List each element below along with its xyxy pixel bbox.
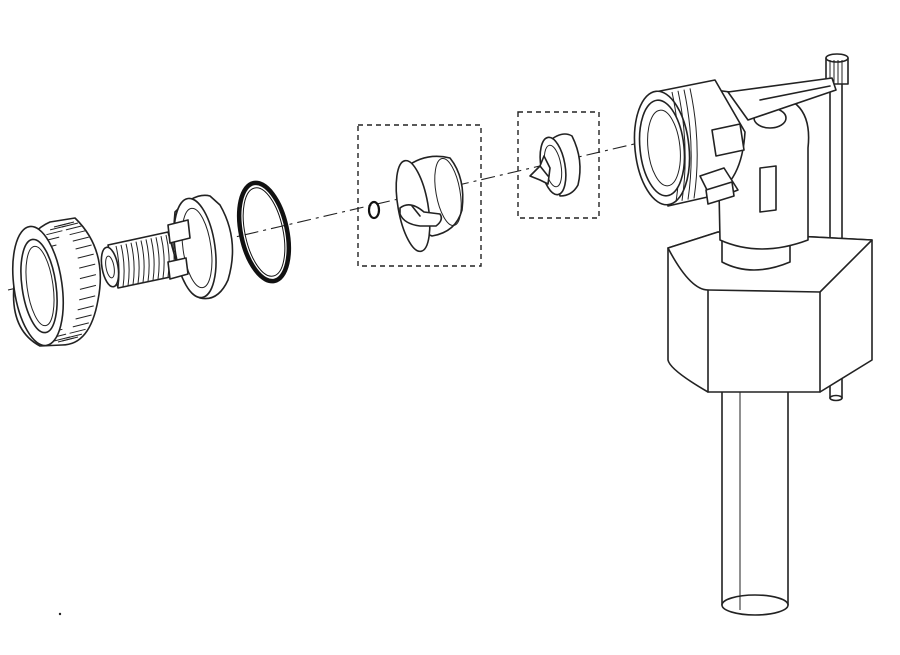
threads-hatch-line (140, 240, 145, 283)
knurl-hatch-line (46, 230, 63, 236)
inletthreads-hatch-line (677, 90, 686, 201)
knurl-hatch-line (75, 314, 92, 320)
threads-hatch-line (150, 238, 155, 281)
threads-hatch-line (115, 245, 120, 289)
knurl-hatch-line (75, 244, 92, 250)
valve-seal-group-box (517, 111, 600, 219)
knurl-hatch-line (79, 274, 97, 280)
knurl-hatch-line (53, 222, 71, 228)
threaded-shank-icon (100, 194, 234, 300)
knurl-hatch-line (57, 337, 75, 343)
threads-hatch-line (135, 241, 140, 284)
knurl-hatch-line (65, 225, 83, 231)
knurl-hatch-line (77, 253, 94, 259)
valve-seal-icon (529, 133, 581, 197)
valve-cap-group-box (357, 124, 482, 267)
knurl-hatch-line (79, 284, 97, 290)
corner-mark (58, 612, 62, 616)
knurl-hatch-line (79, 295, 96, 301)
knurl-hatch-line (49, 225, 67, 231)
knurl-hatch-line (79, 263, 96, 269)
knurled-nut-icon (12, 217, 102, 347)
threads-hatch-line (130, 242, 135, 285)
knurl-hatch-line (77, 305, 94, 311)
threads-hatch-line (155, 237, 160, 280)
threads-hatch-line (125, 243, 130, 286)
inletthreads-hatch-line (683, 89, 692, 200)
threads-hatch-line (165, 234, 170, 278)
knurl-hatch-line (69, 328, 86, 334)
o-ring-large-icon (236, 180, 292, 284)
fill-valve-icon (633, 53, 873, 616)
o-ring-small-icon (367, 200, 381, 220)
knurl-hatch-line (69, 230, 86, 236)
threads-hatch-line (120, 244, 125, 287)
threads-hatch-line (145, 239, 150, 282)
knurl-hatch-line (72, 322, 89, 328)
inletthreads-hatch-line (689, 88, 698, 199)
valve-cap-icon (395, 155, 464, 253)
knurl-hatch-line (53, 336, 71, 342)
knurl-hatch-line (72, 236, 89, 242)
threads-hatch-line (160, 235, 165, 279)
